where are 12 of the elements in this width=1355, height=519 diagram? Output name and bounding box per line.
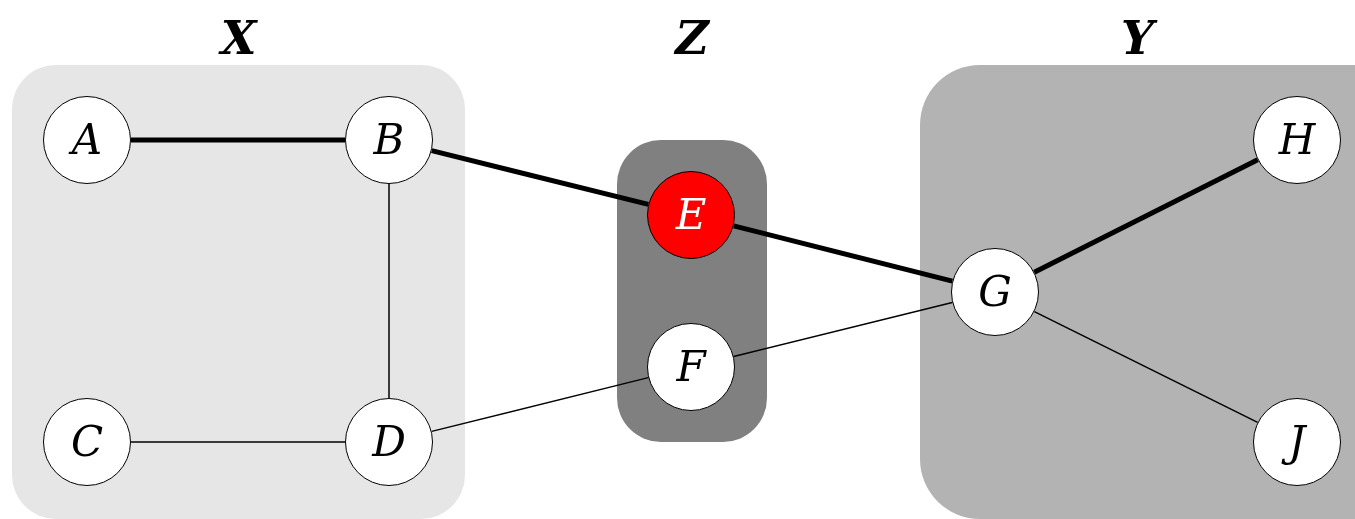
edge-line xyxy=(1033,157,1259,275)
group-title: Y xyxy=(920,8,1355,68)
edge-line xyxy=(431,148,649,207)
edge-line xyxy=(388,183,390,399)
edge-line xyxy=(1033,310,1259,424)
edge-line xyxy=(732,301,954,358)
edge-line xyxy=(733,223,953,284)
group-title: Z xyxy=(672,10,711,67)
edge-line xyxy=(430,376,650,433)
edge-line xyxy=(130,441,346,443)
group-title: X xyxy=(217,10,259,67)
edge-line xyxy=(131,137,345,143)
